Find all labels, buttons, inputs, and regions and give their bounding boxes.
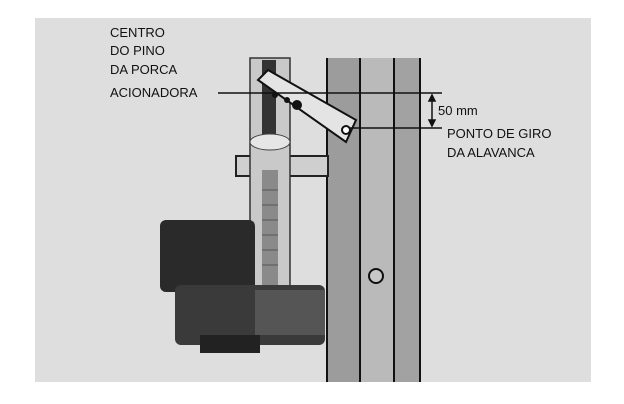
pin-center-label: CENTRO DO PINO DA PORCA ACIONADORA [110, 25, 198, 100]
label-line: DA ALAVANCA [447, 145, 535, 160]
gate-post [326, 58, 421, 382]
reference-lines [218, 92, 442, 129]
label-line: DA PORCA [110, 62, 178, 77]
motor [160, 220, 325, 353]
label-line: CENTRO [110, 25, 165, 40]
lever-arm [256, 68, 358, 144]
pivot-pin [341, 125, 351, 135]
post-hole [368, 268, 384, 284]
label-line: DO PINO [110, 43, 165, 58]
label-line: PONTO DE GIRO [447, 126, 552, 141]
label-line: ACIONADORA [110, 85, 198, 100]
pivot-point-label: PONTO DE GIRO DA ALAVANCA [447, 126, 552, 160]
dimension-label: 50 mm [438, 103, 478, 118]
